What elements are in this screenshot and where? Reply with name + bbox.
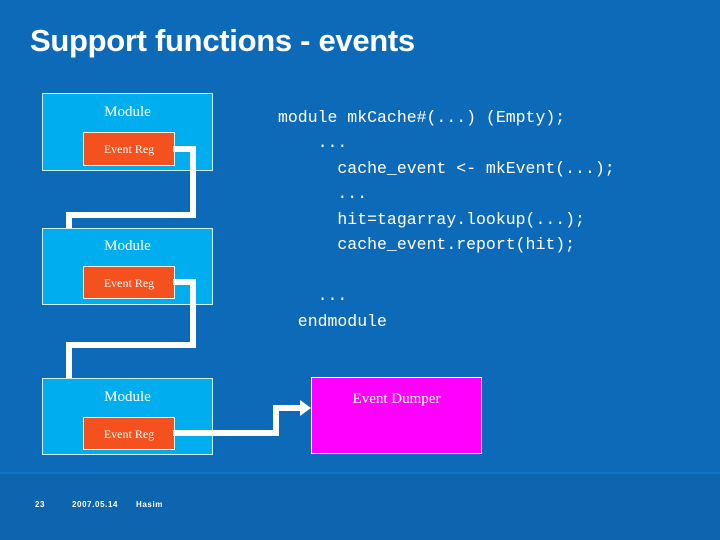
page-title: Support functions - events xyxy=(30,23,415,58)
connector-2-horizontal-back xyxy=(66,342,196,348)
event-dumper-box: Event Dumper xyxy=(311,377,482,454)
footer-author: Hasim xyxy=(136,500,164,509)
connector-1-vertical-down xyxy=(190,146,196,218)
footer-divider xyxy=(0,472,720,474)
connector-3-vertical-up xyxy=(273,405,279,436)
event-reg-label-1: Event Reg xyxy=(103,142,155,156)
event-reg-box-2: Event Reg xyxy=(83,266,175,299)
footer-date: 2007.05.14 xyxy=(72,500,119,509)
connector-1-horizontal-out xyxy=(173,146,196,152)
event-reg-box-1: Event Reg xyxy=(83,132,175,166)
module-label-2: Module xyxy=(104,238,151,254)
connector-2-horizontal-out xyxy=(173,279,196,285)
event-dumper-label: Event Dumper xyxy=(352,391,441,407)
code-block: module mkCache#(...) (Empty); ... cache_… xyxy=(278,107,615,331)
footer-page-number: 23 xyxy=(35,500,46,509)
module-label-3: Module xyxy=(104,389,151,405)
event-reg-box-3: Event Reg xyxy=(83,417,175,450)
connector-3-arrowhead xyxy=(300,400,311,416)
event-reg-label-3: Event Reg xyxy=(103,426,155,441)
connector-3-horizontal-out xyxy=(173,430,279,436)
connector-3-horizontal-into-dumper xyxy=(273,405,306,411)
module-label-1: Module xyxy=(104,104,151,120)
connector-1-horizontal-back xyxy=(66,212,196,218)
event-reg-label-2: Event Reg xyxy=(103,275,155,290)
footer-band xyxy=(0,474,720,540)
connector-2-vertical-down xyxy=(190,279,196,348)
